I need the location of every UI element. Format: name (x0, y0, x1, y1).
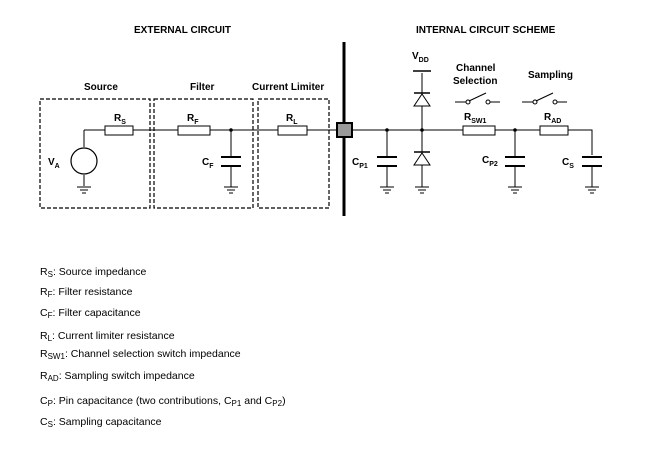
ground-symbols (77, 186, 599, 194)
ground-icon (380, 186, 394, 194)
legend-item: CP: Pin capacitance (two contributions, … (40, 395, 286, 408)
channel-selection-switch (455, 92, 500, 105)
ground-icon (508, 186, 522, 194)
ground-icon (585, 186, 599, 194)
cp2-capacitor (505, 156, 525, 167)
upper-diode (413, 93, 431, 107)
sampling-switch (522, 92, 567, 105)
external-blocks (39, 98, 330, 209)
cf-capacitor (221, 156, 241, 167)
cp1-label: CP1 (352, 157, 368, 170)
cs-capacitor (582, 156, 602, 167)
rs-label: RS (114, 113, 126, 126)
rl-resistor (277, 125, 308, 136)
lower-diode (413, 152, 431, 166)
legend-item: CF: Filter capacitance (40, 307, 141, 320)
internal-circuit-heading: INTERNAL CIRCUIT SCHEME (416, 25, 556, 36)
rad-label: RAD (544, 112, 561, 125)
rs-resistor (104, 125, 134, 136)
va-source-symbol (70, 147, 98, 175)
resistors (104, 125, 569, 136)
filter-block-label: Filter (190, 82, 215, 93)
channel-selection-label-line1: Channel (456, 63, 496, 74)
protection-diodes (413, 92, 431, 166)
cp1-capacitor (377, 156, 397, 167)
cf-label: CF (202, 157, 214, 170)
current-limiter-block-label: Current Limiter (252, 82, 324, 93)
rf-label: RF (187, 113, 199, 126)
channel-selection-label-line2: Selection (453, 76, 497, 87)
capacitors (221, 156, 602, 167)
circuit-diagram: EXTERNAL CIRCUIT INTERNAL CIRCUIT SCHEME… (39, 25, 602, 216)
cs-label: CS (562, 157, 574, 170)
filter-box (153, 98, 254, 209)
signal-wires (83, 73, 593, 187)
legend-item: CS: Sampling capacitance (40, 416, 162, 429)
rsw1-label: RSW1 (464, 112, 487, 125)
va-label: VA (48, 157, 60, 170)
junction-dots (229, 128, 517, 132)
rf-resistor (177, 125, 211, 136)
ground-icon (77, 186, 91, 194)
chip-pin (336, 122, 353, 138)
ground-icon (415, 186, 429, 194)
rl-label: RL (286, 113, 298, 126)
source-block-label: Source (84, 82, 118, 93)
rsw1-resistor (462, 125, 496, 136)
sampling-block-label: Sampling (528, 70, 573, 81)
ground-icon (224, 186, 238, 194)
rad-resistor (539, 125, 569, 136)
legend-item: RL: Current limiter resistance (40, 330, 175, 343)
current-limiter-box (257, 98, 330, 209)
vdd-label: VDD (412, 51, 429, 64)
legend-item: RSW1: Channel selection switch impedance (40, 348, 241, 361)
switches (455, 92, 567, 105)
cp2-label: CP2 (482, 155, 498, 168)
source-box (39, 98, 151, 209)
external-circuit-heading: EXTERNAL CIRCUIT (134, 25, 231, 36)
legend-item: RS: Source impedance (40, 266, 147, 279)
legend-item: RF: Filter resistance (40, 286, 133, 299)
legend-item: RAD: Sampling switch impedance (40, 370, 195, 383)
